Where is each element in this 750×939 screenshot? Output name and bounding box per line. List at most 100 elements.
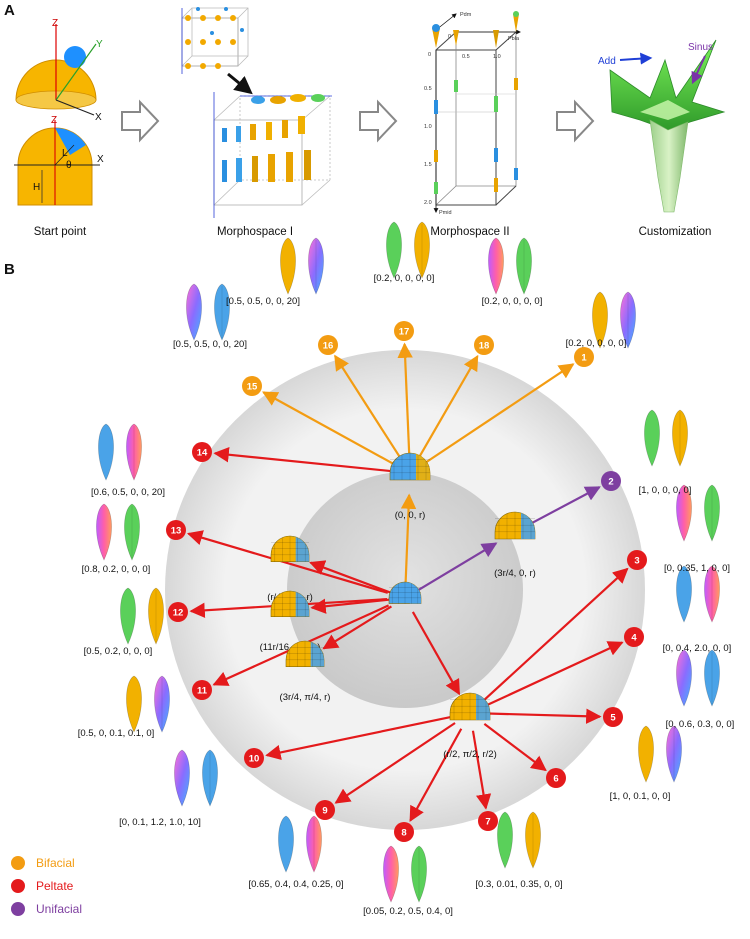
parameter-labels: [0.2, 0, 0, 0, 0][1, 0, 0, 0, 0][0, 0.35… [78, 273, 735, 917]
legend-label-bifacial: Bifacial [36, 856, 75, 870]
node-17-circle [394, 321, 414, 341]
seed-bifacial-label: (0, 0, r) [395, 510, 426, 521]
leaf-illustration-9 [278, 815, 322, 873]
node-13-params: [0.8, 0.2, 0, 0, 0] [82, 564, 151, 575]
tick-left-4: 2.0 [424, 200, 432, 206]
seeds: (0, 0, r)(3r/4, 0, r)(r/4, π/2, r)(11r/1… [260, 452, 536, 760]
section-theta-label: θ [66, 160, 72, 171]
arrow-center-to-seed-p3 [322, 605, 392, 650]
seed-p3-label: (3r/4, π/4, r) [280, 692, 331, 703]
arrow-to-node-8 [409, 728, 463, 822]
panel-a: A Z Y X Z X L θ H Start point [4, 2, 726, 238]
arrow-to-node-6 [483, 722, 547, 772]
arrow-to-node-17 [397, 342, 413, 456]
seed-p3-dome [285, 640, 325, 667]
sinus-annotation: Sinus [688, 42, 713, 53]
node-4-circle [624, 627, 644, 647]
tick-left-3: 1.5 [424, 162, 432, 168]
leaf-illustration-13 [96, 503, 140, 561]
arrow-to-node-7 [471, 730, 492, 810]
node-1-circle [574, 347, 594, 367]
node-18-number: 18 [479, 341, 490, 352]
panel-b: B (0, 0, r)(3r/4, 0, r)(r/4, π/2, r)(11r… [4, 221, 735, 917]
node-10-number: 10 [249, 754, 260, 765]
node-4-number: 4 [631, 633, 637, 644]
stage-label-start-point: Start point [34, 226, 87, 238]
seed-bifacial-dome [389, 452, 431, 481]
node-14-params: [0.6, 0.5, 0, 0, 20] [91, 487, 165, 498]
section-z-label: Z [51, 115, 57, 126]
axis-z-label: Z [52, 18, 58, 29]
node-16-number: 16 [323, 341, 334, 352]
node-8-circle [394, 822, 414, 842]
legend-item-unifacial: Unifacial [11, 902, 82, 916]
leaf-illustration-5 [676, 649, 720, 707]
node-11: 11 [192, 680, 212, 700]
tick-left-2: 1.0 [424, 124, 432, 130]
stage-label-morphospace-2: Morphospace II [430, 226, 509, 238]
panel-b-letter: B [4, 261, 15, 278]
tick-top-0: 0 [448, 34, 451, 40]
node-11-params: [0.5, 0, 0.1, 0.1, 0] [78, 728, 155, 739]
leaf-illustration-7 [497, 811, 541, 869]
stage-label-morphospace-1: Morphospace I [217, 226, 293, 238]
node-2-params: [1, 0, 0, 0, 0] [639, 485, 692, 496]
node-12: 12 [168, 602, 188, 622]
node-3: 3 [627, 550, 647, 570]
seed-p4-dome [449, 692, 491, 721]
leaf-illustration-18 [488, 237, 532, 295]
arrow-center-to-seed-unifacial [418, 542, 498, 591]
node-2-circle [601, 471, 621, 491]
node-3-number: 3 [634, 556, 639, 567]
flow-arrow-3 [556, 99, 595, 143]
leaf-illustration-15 [186, 283, 230, 341]
tick-top-2: 1.0 [493, 54, 501, 60]
leaf-illustration-6 [638, 725, 682, 783]
leaf-illustration-1 [592, 291, 636, 349]
section-h-label: H [33, 182, 40, 193]
arrow-to-node-18 [418, 354, 479, 458]
leaf-illustration-14 [98, 423, 142, 481]
axis-p-bottom: Pmid [439, 210, 452, 216]
node-18-circle [474, 335, 494, 355]
node-6-number: 6 [553, 774, 558, 785]
node-10-circle [244, 748, 264, 768]
legend-dot-bifacial [11, 856, 25, 870]
arrow-to-node-14 [213, 447, 393, 473]
axis-x-label: X [95, 112, 102, 123]
node-14-circle [192, 442, 212, 462]
node-3-circle [627, 550, 647, 570]
flow-arrow-1 [121, 99, 160, 143]
node-15: 15 [242, 376, 262, 396]
start-point-hemisphere-3d: Z Y X [15, 18, 103, 123]
node-6: 6 [546, 768, 566, 788]
node-16: 16 [318, 335, 338, 355]
legend-label-peltate: Peltate [36, 879, 74, 893]
node-9-circle [315, 800, 335, 820]
arrow-to-node-10 [265, 715, 453, 761]
node-4-params: [0, 0.4, 2.0, 0, 0] [663, 643, 732, 654]
legend: Bifacial Peltate Unifacial [11, 856, 82, 916]
node-1: 1 [574, 347, 594, 367]
arrow-center-to-seed-p2 [310, 598, 390, 614]
node-2: 2 [601, 471, 621, 491]
node-5-number: 5 [610, 713, 616, 724]
node-7-circle [478, 811, 498, 831]
arrow-to-node-4 [485, 641, 624, 707]
tick-left-1: 0.5 [424, 86, 432, 92]
arrow-center-to-seed-p4 [411, 611, 461, 696]
node-5: 5 [603, 707, 623, 727]
arrow-to-node-1 [424, 363, 575, 464]
leaf-illustration-17 [386, 221, 430, 279]
node-13-circle [166, 520, 186, 540]
flow-arrow-2 [359, 99, 398, 143]
node-7-number: 7 [485, 817, 490, 828]
leaf-illustration-2 [644, 409, 688, 467]
axis-y-label: Y [96, 39, 103, 50]
morphospace-1-small-cube [181, 7, 249, 74]
seed-p4-label: (r/2, π/2, r/2) [443, 749, 497, 760]
leaf-illustration-11 [126, 675, 170, 733]
node-17-params: [0.2, 0, 0, 0, 0] [374, 273, 435, 284]
tick-top-1: 0.5 [462, 54, 470, 60]
